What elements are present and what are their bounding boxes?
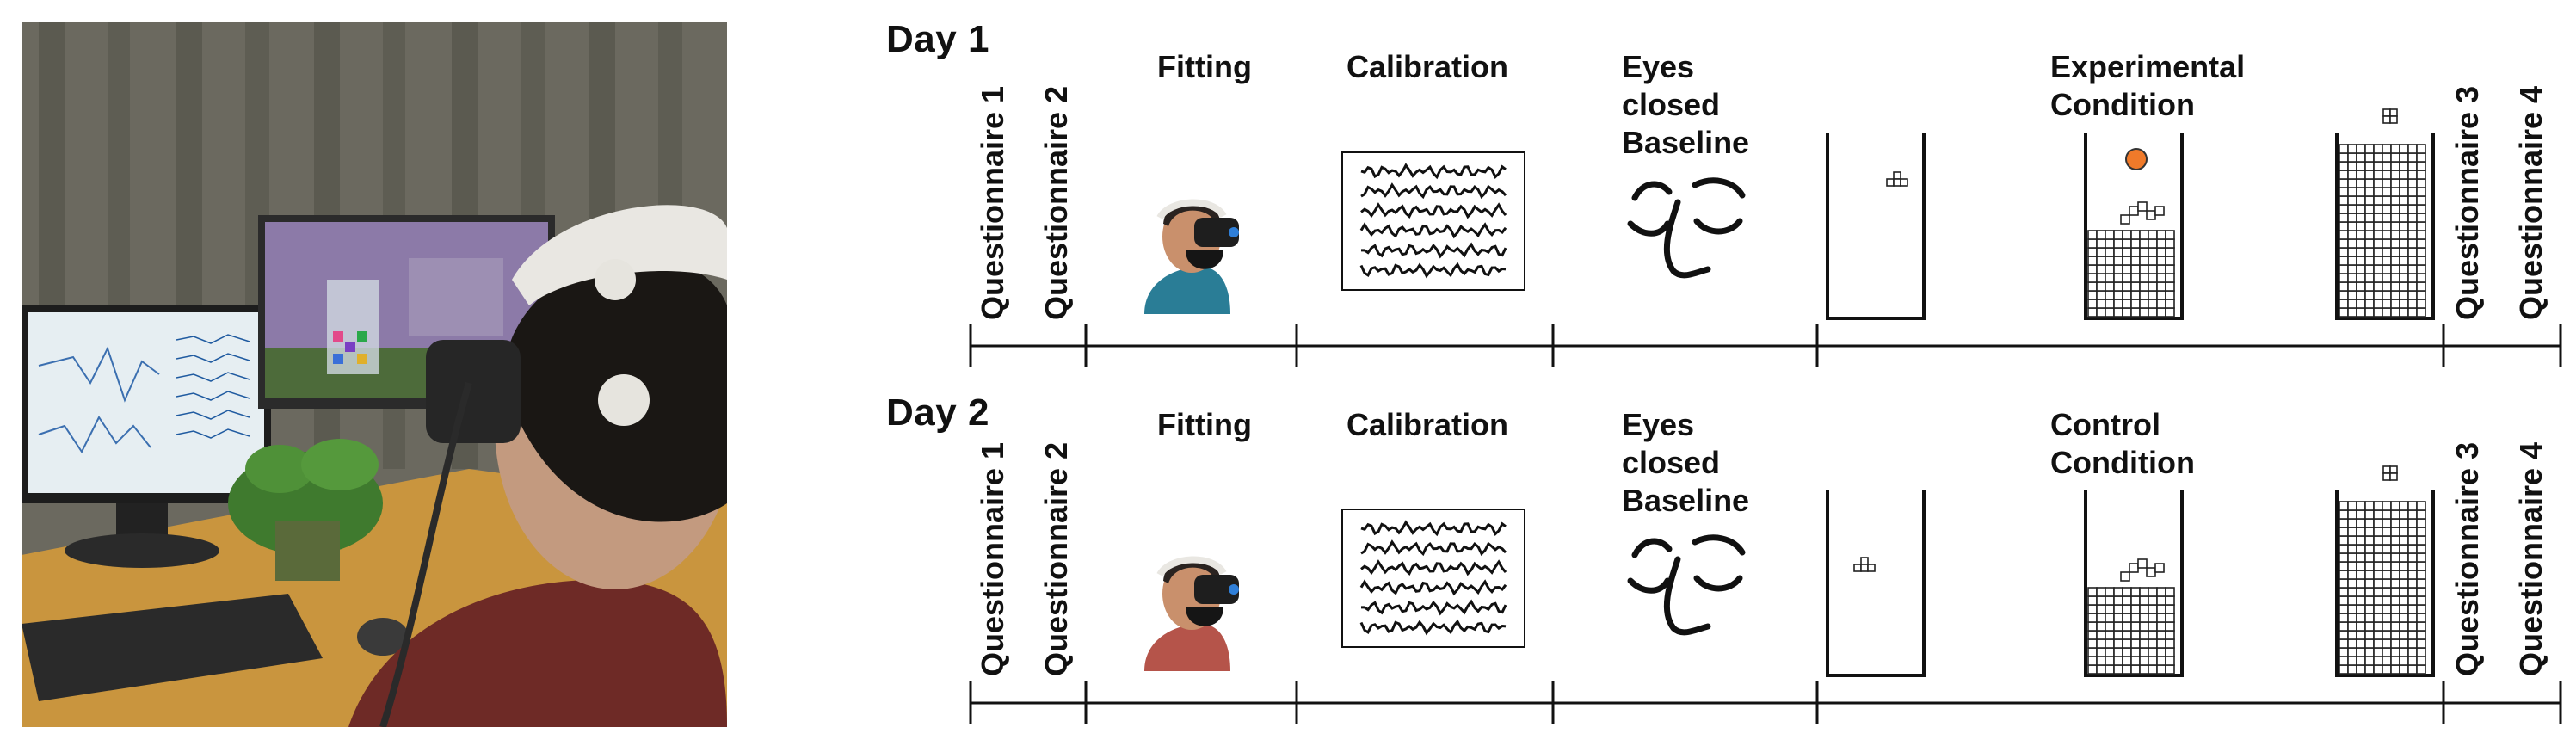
day-1-fitting-label: Fitting	[1157, 49, 1252, 84]
tetris-well-full	[2335, 465, 2435, 677]
eeg-trace	[1360, 163, 1507, 180]
headset-lens	[1229, 227, 1239, 237]
day-1-baseline-label: Eyes closed Baseline	[1622, 48, 1749, 162]
day-2-calibration-label: Calibration	[1347, 407, 1509, 442]
eeg-trace	[1360, 520, 1507, 537]
eye-right	[1693, 218, 1743, 235]
brow-left	[1631, 538, 1673, 558]
brick	[2154, 563, 2165, 573]
day-2-graphics	[969, 465, 2562, 724]
baseline-line-1: Eyes	[1622, 407, 1695, 442]
day-1-questionnaire-4: Questionnaire 4	[2513, 85, 2548, 320]
brick	[2120, 571, 2130, 582]
participant-with-headset	[348, 205, 727, 727]
baseline-line-3: Baseline	[1622, 125, 1750, 160]
brow-right	[1692, 177, 1746, 199]
eeg-trace	[1360, 182, 1507, 200]
day-2-baseline-label: Eyes closed Baseline	[1622, 406, 1749, 520]
brick	[2154, 206, 2165, 216]
calibration-eeg-box	[1341, 151, 1525, 291]
condition-line-1: Experimental	[2050, 49, 2246, 84]
vr-headset	[1194, 575, 1239, 604]
tetris-well-partial	[2084, 490, 2184, 677]
eeg-trace	[1361, 242, 1507, 259]
well-walls	[1826, 133, 1926, 320]
eye-left	[1627, 577, 1671, 594]
well-walls	[2335, 490, 2435, 677]
day-1-calibration-label: Calibration	[1347, 49, 1509, 84]
brow-right	[1692, 534, 1746, 556]
eeg-trace	[1360, 559, 1507, 576]
day-2-questionnaire-4: Questionnaire 4	[2513, 441, 2548, 676]
potted-plant	[228, 439, 383, 581]
headset-strap	[1156, 556, 1227, 577]
headset-lens	[1229, 584, 1239, 595]
day-1-questionnaire-1: Questionnaire 1	[975, 85, 1010, 320]
participant-fitting-illustration	[1144, 199, 1239, 314]
keyboard	[22, 594, 323, 701]
eeg-trace	[1360, 539, 1507, 557]
baseline-line-3: Baseline	[1622, 483, 1750, 518]
brick	[2120, 214, 2130, 225]
face-mask	[1186, 250, 1223, 269]
brow-left	[1631, 181, 1673, 201]
well-walls	[2335, 133, 2435, 320]
vr-headset	[1194, 218, 1239, 247]
baseline-line-2: closed	[1622, 445, 1721, 480]
day-2-title: Day 2	[886, 391, 989, 434]
participant-fitting-illustration	[1144, 556, 1239, 671]
day-1-condition-label: Experimental Condition	[2050, 48, 2245, 124]
tetris-well-empty	[1826, 133, 1926, 320]
shirt	[1144, 267, 1230, 314]
well-walls	[2084, 133, 2184, 320]
well-walls	[2084, 490, 2184, 677]
eeg-trace	[1361, 599, 1507, 616]
day-2-questionnaire-3: Questionnaire 3	[2450, 441, 2485, 676]
brick	[2129, 563, 2139, 573]
day-1-questionnaire-2: Questionnaire 2	[1038, 85, 1074, 320]
condition-line-1: Control	[2050, 407, 2160, 442]
eeg-monitor	[22, 305, 271, 568]
eeg-trace	[1359, 262, 1507, 279]
eyes-closed-face-icon	[1627, 534, 1746, 636]
condition-line-2: Condition	[2050, 87, 2195, 122]
brick	[2129, 206, 2139, 216]
brick	[2137, 201, 2148, 212]
day-2-questionnaire-2: Questionnaire 2	[1038, 441, 1074, 676]
brick	[2146, 567, 2156, 577]
shirt	[1144, 624, 1230, 671]
orange-ball-icon	[2125, 148, 2148, 170]
day-2-condition-label: Control Condition	[2050, 406, 2195, 482]
brick	[2137, 558, 2148, 569]
day-1-title: Day 1	[886, 18, 989, 60]
day-1-questionnaire-3: Questionnaire 3	[2450, 85, 2485, 320]
tetris-well-full	[2335, 108, 2435, 320]
eeg-trace	[1360, 202, 1507, 219]
eye-right	[1693, 575, 1743, 592]
day-2-fitting-label: Fitting	[1157, 407, 1252, 442]
day-2-questionnaire-1: Questionnaire 1	[975, 441, 1010, 676]
brick	[2146, 210, 2156, 220]
eeg-trace	[1359, 222, 1507, 239]
nose-mouth	[1663, 199, 1711, 279]
experiment-setup-photo	[22, 22, 727, 727]
calibration-eeg-box	[1341, 509, 1525, 648]
eeg-trace	[1359, 619, 1507, 636]
tetris-well-partial	[2084, 133, 2184, 320]
eeg-trace	[1359, 579, 1507, 596]
nose-mouth	[1663, 556, 1711, 636]
baseline-line-2: closed	[1622, 87, 1721, 122]
mouse	[357, 618, 409, 656]
eyes-closed-face-icon	[1627, 177, 1746, 279]
headset-strap	[1156, 199, 1227, 220]
well-walls	[1826, 490, 1926, 677]
baseline-line-1: Eyes	[1622, 49, 1695, 84]
face-mask	[1186, 607, 1223, 626]
day-1-graphics	[969, 108, 2562, 367]
tetris-well-empty	[1826, 490, 1926, 677]
eye-left	[1627, 220, 1671, 237]
condition-line-2: Condition	[2050, 445, 2195, 480]
